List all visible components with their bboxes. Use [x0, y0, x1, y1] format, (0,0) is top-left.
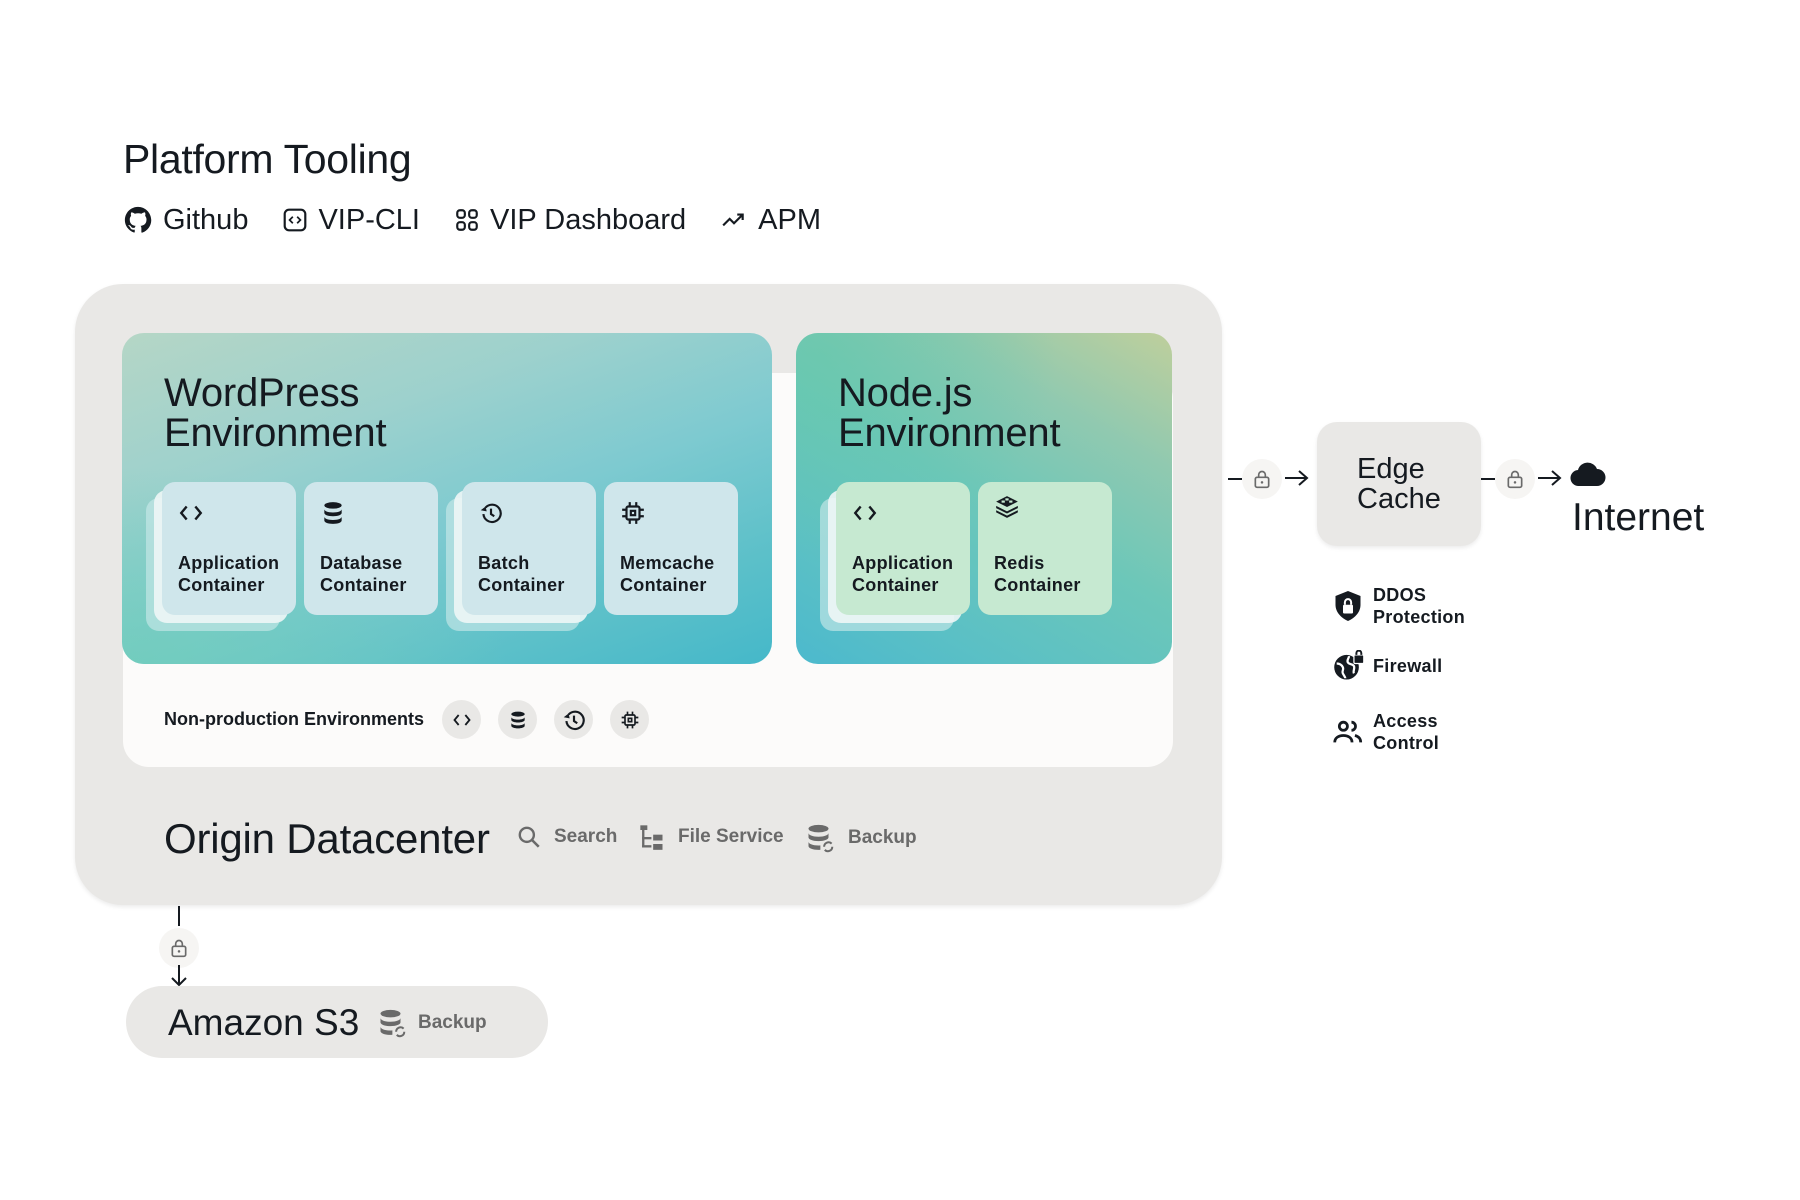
trending-up-icon [722, 213, 744, 227]
nonprod-database-button[interactable] [498, 700, 537, 739]
s3-service-backup[interactable]: Backup [378, 1008, 487, 1038]
service-file-service-label: File Service [678, 826, 784, 847]
tool-vip-cli-label: VIP-CLI [318, 203, 420, 236]
code-icon [452, 713, 471, 726]
globe-lock-icon [1334, 650, 1365, 680]
database-icon [510, 711, 525, 728]
lock-badge [1242, 459, 1282, 499]
wordpress-environment-title: WordPress Environment [164, 371, 387, 455]
service-backup[interactable]: Backup [806, 823, 917, 853]
users-icon [1333, 720, 1363, 743]
wordpress-title-line2: Environment [164, 411, 387, 455]
chip-icon [622, 502, 644, 524]
tool-apm-label: APM [758, 203, 821, 236]
non-production-label: Non-production Environments [164, 709, 424, 729]
arrow-right-icon [1538, 470, 1562, 486]
dashboard-grid-icon [456, 209, 478, 231]
edge-cache-label: Edge Cache [1357, 453, 1441, 515]
edge-cache-box[interactable]: Edge Cache [1317, 422, 1481, 546]
service-search[interactable]: Search [516, 823, 617, 851]
nonprod-memcache-button[interactable] [610, 700, 649, 739]
shield-lock-icon [1335, 591, 1361, 621]
tool-apm[interactable]: APM [720, 204, 821, 237]
history-icon [563, 710, 585, 730]
database-sync-icon [380, 1009, 406, 1038]
nonprod-batch-button[interactable] [554, 700, 593, 739]
lock-badge [159, 928, 199, 968]
arrow-down-icon [171, 965, 187, 987]
github-icon [124, 206, 152, 233]
s3-service-backup-label: Backup [418, 1012, 487, 1033]
tool-vip-cli[interactable]: VIP-CLI [282, 204, 420, 237]
service-file-service[interactable]: File Service [638, 823, 784, 851]
platform-tooling-title: Platform Tooling [123, 136, 412, 182]
nodejs-title-line2: Environment [838, 411, 1061, 455]
history-icon [480, 503, 502, 524]
wordpress-title-line1: WordPress [164, 371, 360, 415]
redis-icon [996, 496, 1018, 518]
cloud-icon [1570, 462, 1606, 487]
tool-vip-dashboard-label: VIP Dashboard [489, 203, 687, 236]
file-tree-icon [640, 825, 663, 850]
amazon-s3-box[interactable]: Amazon S3 Backup [126, 986, 548, 1058]
service-search-label: Search [554, 826, 618, 847]
lock-icon [171, 939, 187, 958]
security-label: Firewall [1373, 656, 1443, 676]
connector-line [178, 906, 180, 926]
security-firewall: Firewall [1333, 650, 1442, 682]
lock-icon [1507, 470, 1523, 489]
lock-icon [1254, 470, 1270, 489]
database-icon [324, 502, 342, 524]
amazon-s3-title: Amazon S3 [168, 1002, 360, 1043]
connector-line [1228, 478, 1242, 480]
database-sync-icon [808, 824, 834, 853]
tool-github[interactable]: Github [123, 204, 248, 237]
code-icon [179, 505, 203, 521]
arrow-right-icon [1285, 470, 1309, 486]
search-icon [518, 826, 540, 848]
connector-line [1481, 478, 1495, 480]
chip-icon [621, 711, 638, 728]
nonprod-application-button[interactable] [442, 700, 481, 739]
nodejs-title-line1: Node.js [838, 371, 973, 415]
platform-tools-list: Github VIP-CLI VIP Dashboard APM [123, 200, 855, 240]
service-backup-label: Backup [848, 827, 917, 848]
tool-vip-dashboard[interactable]: VIP Dashboard [454, 204, 686, 237]
code-icon [853, 505, 877, 521]
lock-badge [1495, 459, 1535, 499]
internet-label: Internet [1572, 496, 1705, 539]
tool-github-label: Github [163, 203, 249, 236]
origin-datacenter-title: Origin Datacenter [164, 815, 490, 862]
terminal-code-icon [284, 208, 307, 232]
nodejs-environment-title: Node.js Environment [838, 371, 1061, 455]
